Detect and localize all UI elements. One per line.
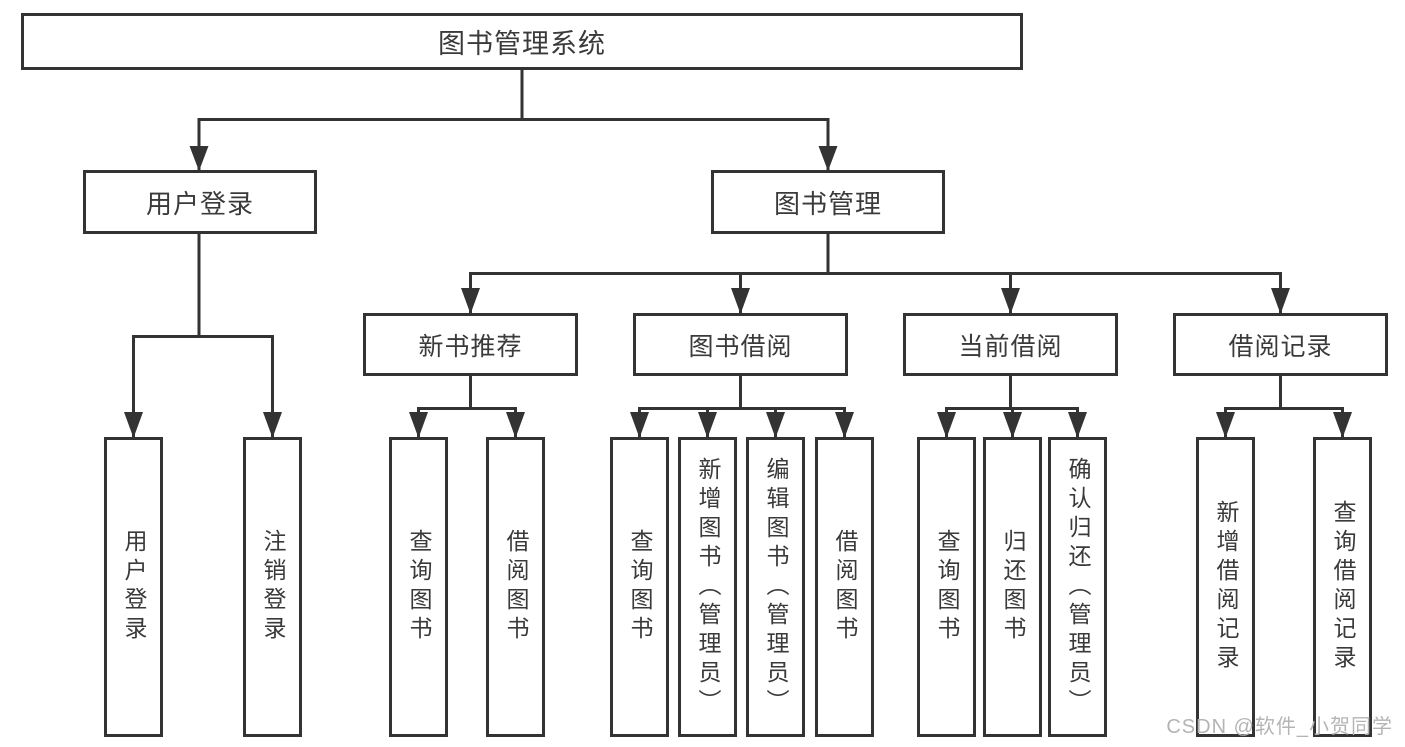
node-root: 图书管理系统 bbox=[21, 13, 1023, 70]
node-current-borrow: 当前借阅 bbox=[903, 313, 1118, 376]
connector-new-book-branch bbox=[417, 407, 517, 437]
leaf-user-login: 用户登录 bbox=[104, 437, 163, 737]
leaf-recommend-borrow-book: 借阅图书 bbox=[486, 437, 545, 737]
leaf-borrow-query-book: 查询图书 bbox=[610, 437, 669, 737]
leaf-return-book: 归还图书 bbox=[983, 437, 1042, 737]
node-user-login: 用户登录 bbox=[83, 170, 317, 234]
leaf-confirm-return-admin: 确认归还（管理员） bbox=[1048, 437, 1107, 737]
leaf-current-query-book: 查询图书 bbox=[917, 437, 976, 737]
connector-level2-branch bbox=[197, 118, 830, 170]
connector-borrow-record-branch bbox=[1224, 407, 1344, 437]
leaf-recommend-query-book: 查询图书 bbox=[389, 437, 448, 737]
node-book-management: 图书管理 bbox=[711, 170, 945, 234]
node-new-book-recommend: 新书推荐 bbox=[363, 313, 578, 376]
leaf-borrow-book: 借阅图书 bbox=[815, 437, 874, 737]
leaf-add-book-admin: 新增图书（管理员） bbox=[678, 437, 737, 737]
connector-user-login-branch bbox=[132, 335, 274, 437]
connector-book-borrow-branch bbox=[638, 407, 846, 437]
connector-current-borrow-branch bbox=[945, 407, 1079, 437]
connector-level3-branch bbox=[469, 272, 1282, 313]
watermark: CSDN @软件_小贺同学 bbox=[1166, 716, 1393, 738]
leaf-query-borrow-record: 查询借阅记录 bbox=[1313, 437, 1372, 737]
node-borrow-record: 借阅记录 bbox=[1173, 313, 1388, 376]
leaf-edit-book-admin: 编辑图书（管理员） bbox=[746, 437, 805, 737]
connector-line-group bbox=[132, 69, 1344, 437]
leaf-logout: 注销登录 bbox=[243, 437, 302, 737]
leaf-add-borrow-record: 新增借阅记录 bbox=[1196, 437, 1255, 737]
node-book-borrow: 图书借阅 bbox=[633, 313, 848, 376]
